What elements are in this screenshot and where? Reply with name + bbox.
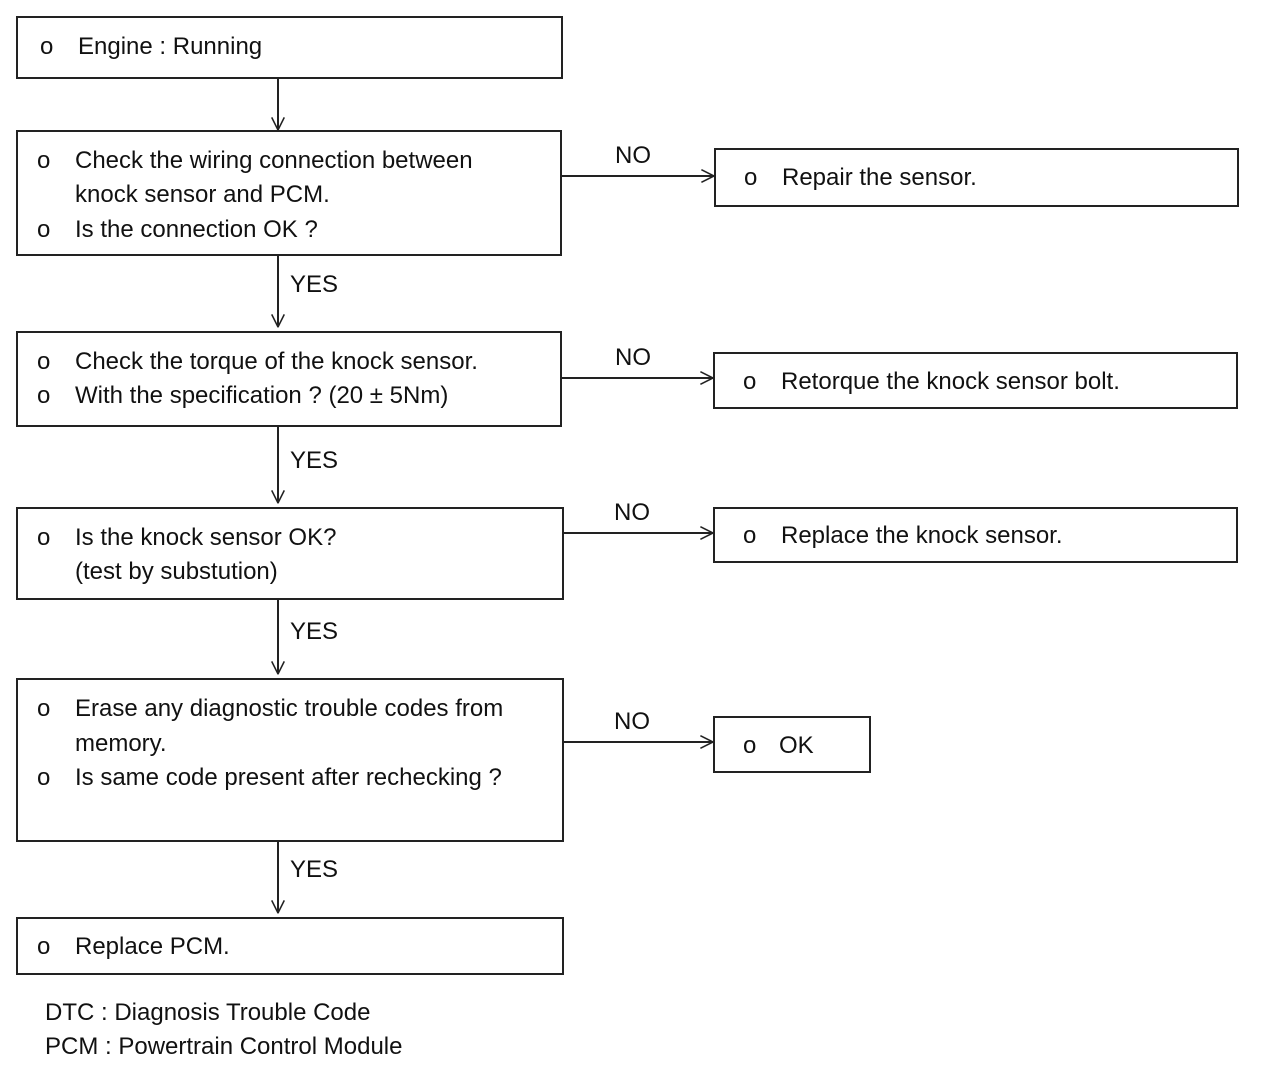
action-text: Repair the sensor. [782,164,977,191]
action-retorque-bolt: o Retorque the knock sensor bolt. [713,352,1238,409]
step-check-wiring: o Check the wiring connection between kn… [16,130,562,256]
step-engine-running: o Engine : Running [16,16,563,79]
step-text: knock sensor and PCM. [75,181,330,208]
bullet: o [743,522,757,549]
step-text: With the specification ? (20 ± 5Nm) [75,382,449,409]
step-line: o Is the connection OK ? [37,213,318,247]
action-replace-knock-sensor: o Replace the knock sensor. [713,507,1238,563]
step-line: o Erase any diagnostic trouble codes fro… [37,692,503,726]
label-yes: YES [290,447,339,474]
action-text: Replace the knock sensor. [781,522,1063,549]
step-line: o Is same code present after rechecking … [37,761,502,795]
label-no: NO [615,344,651,371]
label-no: NO [614,499,650,526]
step-text: Erase any diagnostic trouble codes from [75,695,504,722]
step-line: o Is the knock sensor OK? [37,521,336,555]
step-line: o Replace PCM. [37,930,230,964]
label-yes: YES [290,856,339,883]
action-text: Retorque the knock sensor bolt. [781,368,1120,395]
bullet: o [37,764,51,791]
bullet: o [37,382,51,409]
step-line: memory. [37,727,167,761]
step-erase-dtc: o Erase any diagnostic trouble codes fro… [16,678,564,842]
step-text: Check the wiring connection between [75,147,473,174]
bullet: o [37,933,51,960]
step-check-torque: o Check the torque of the knock sensor. … [16,331,562,427]
step-knock-sensor-ok: o Is the knock sensor OK? (test by subst… [16,507,564,600]
step-text: Replace PCM. [75,933,230,960]
bullet: o [37,524,51,551]
action-line: o OK [743,729,814,763]
step-text: memory. [75,730,167,757]
step-text: (test by substution) [75,558,278,585]
step-line: o With the specification ? (20 ± 5Nm) [37,379,448,413]
step-text: Engine : Running [78,33,263,60]
action-text: OK [779,732,814,759]
label-yes: YES [290,271,339,298]
step-replace-pcm: o Replace PCM. [16,917,564,975]
step-text: Is the knock sensor OK? [75,524,337,551]
step-line: knock sensor and PCM. [37,178,330,212]
bullet: o [743,368,757,395]
step-text: Is same code present after rechecking ? [75,764,502,791]
bullet: o [37,216,51,243]
label-no: NO [614,708,650,735]
action-line: o Repair the sensor. [744,161,977,195]
step-text: Check the torque of the knock sensor. [75,348,478,375]
action-repair-sensor: o Repair the sensor. [714,148,1239,207]
bullet: o [37,147,51,174]
bullet: o [40,33,54,60]
legend-pcm: PCM : Powertrain Control Module [45,1033,403,1060]
step-line: o Engine : Running [40,30,262,64]
action-line: o Replace the knock sensor. [743,519,1063,553]
bullet: o [744,164,758,191]
action-ok: o OK [713,716,871,773]
bullet: o [37,348,51,375]
step-text: Is the connection OK ? [75,216,318,243]
step-line: (test by substution) [37,555,278,589]
action-line: o Retorque the knock sensor bolt. [743,365,1120,399]
bullet: o [743,732,757,759]
legend-dtc: DTC : Diagnosis Trouble Code [45,999,371,1026]
step-line: o Check the wiring connection between [37,144,473,178]
step-line: o Check the torque of the knock sensor. [37,345,478,379]
label-yes: YES [290,618,339,645]
bullet: o [37,695,51,722]
label-no: NO [615,142,651,169]
